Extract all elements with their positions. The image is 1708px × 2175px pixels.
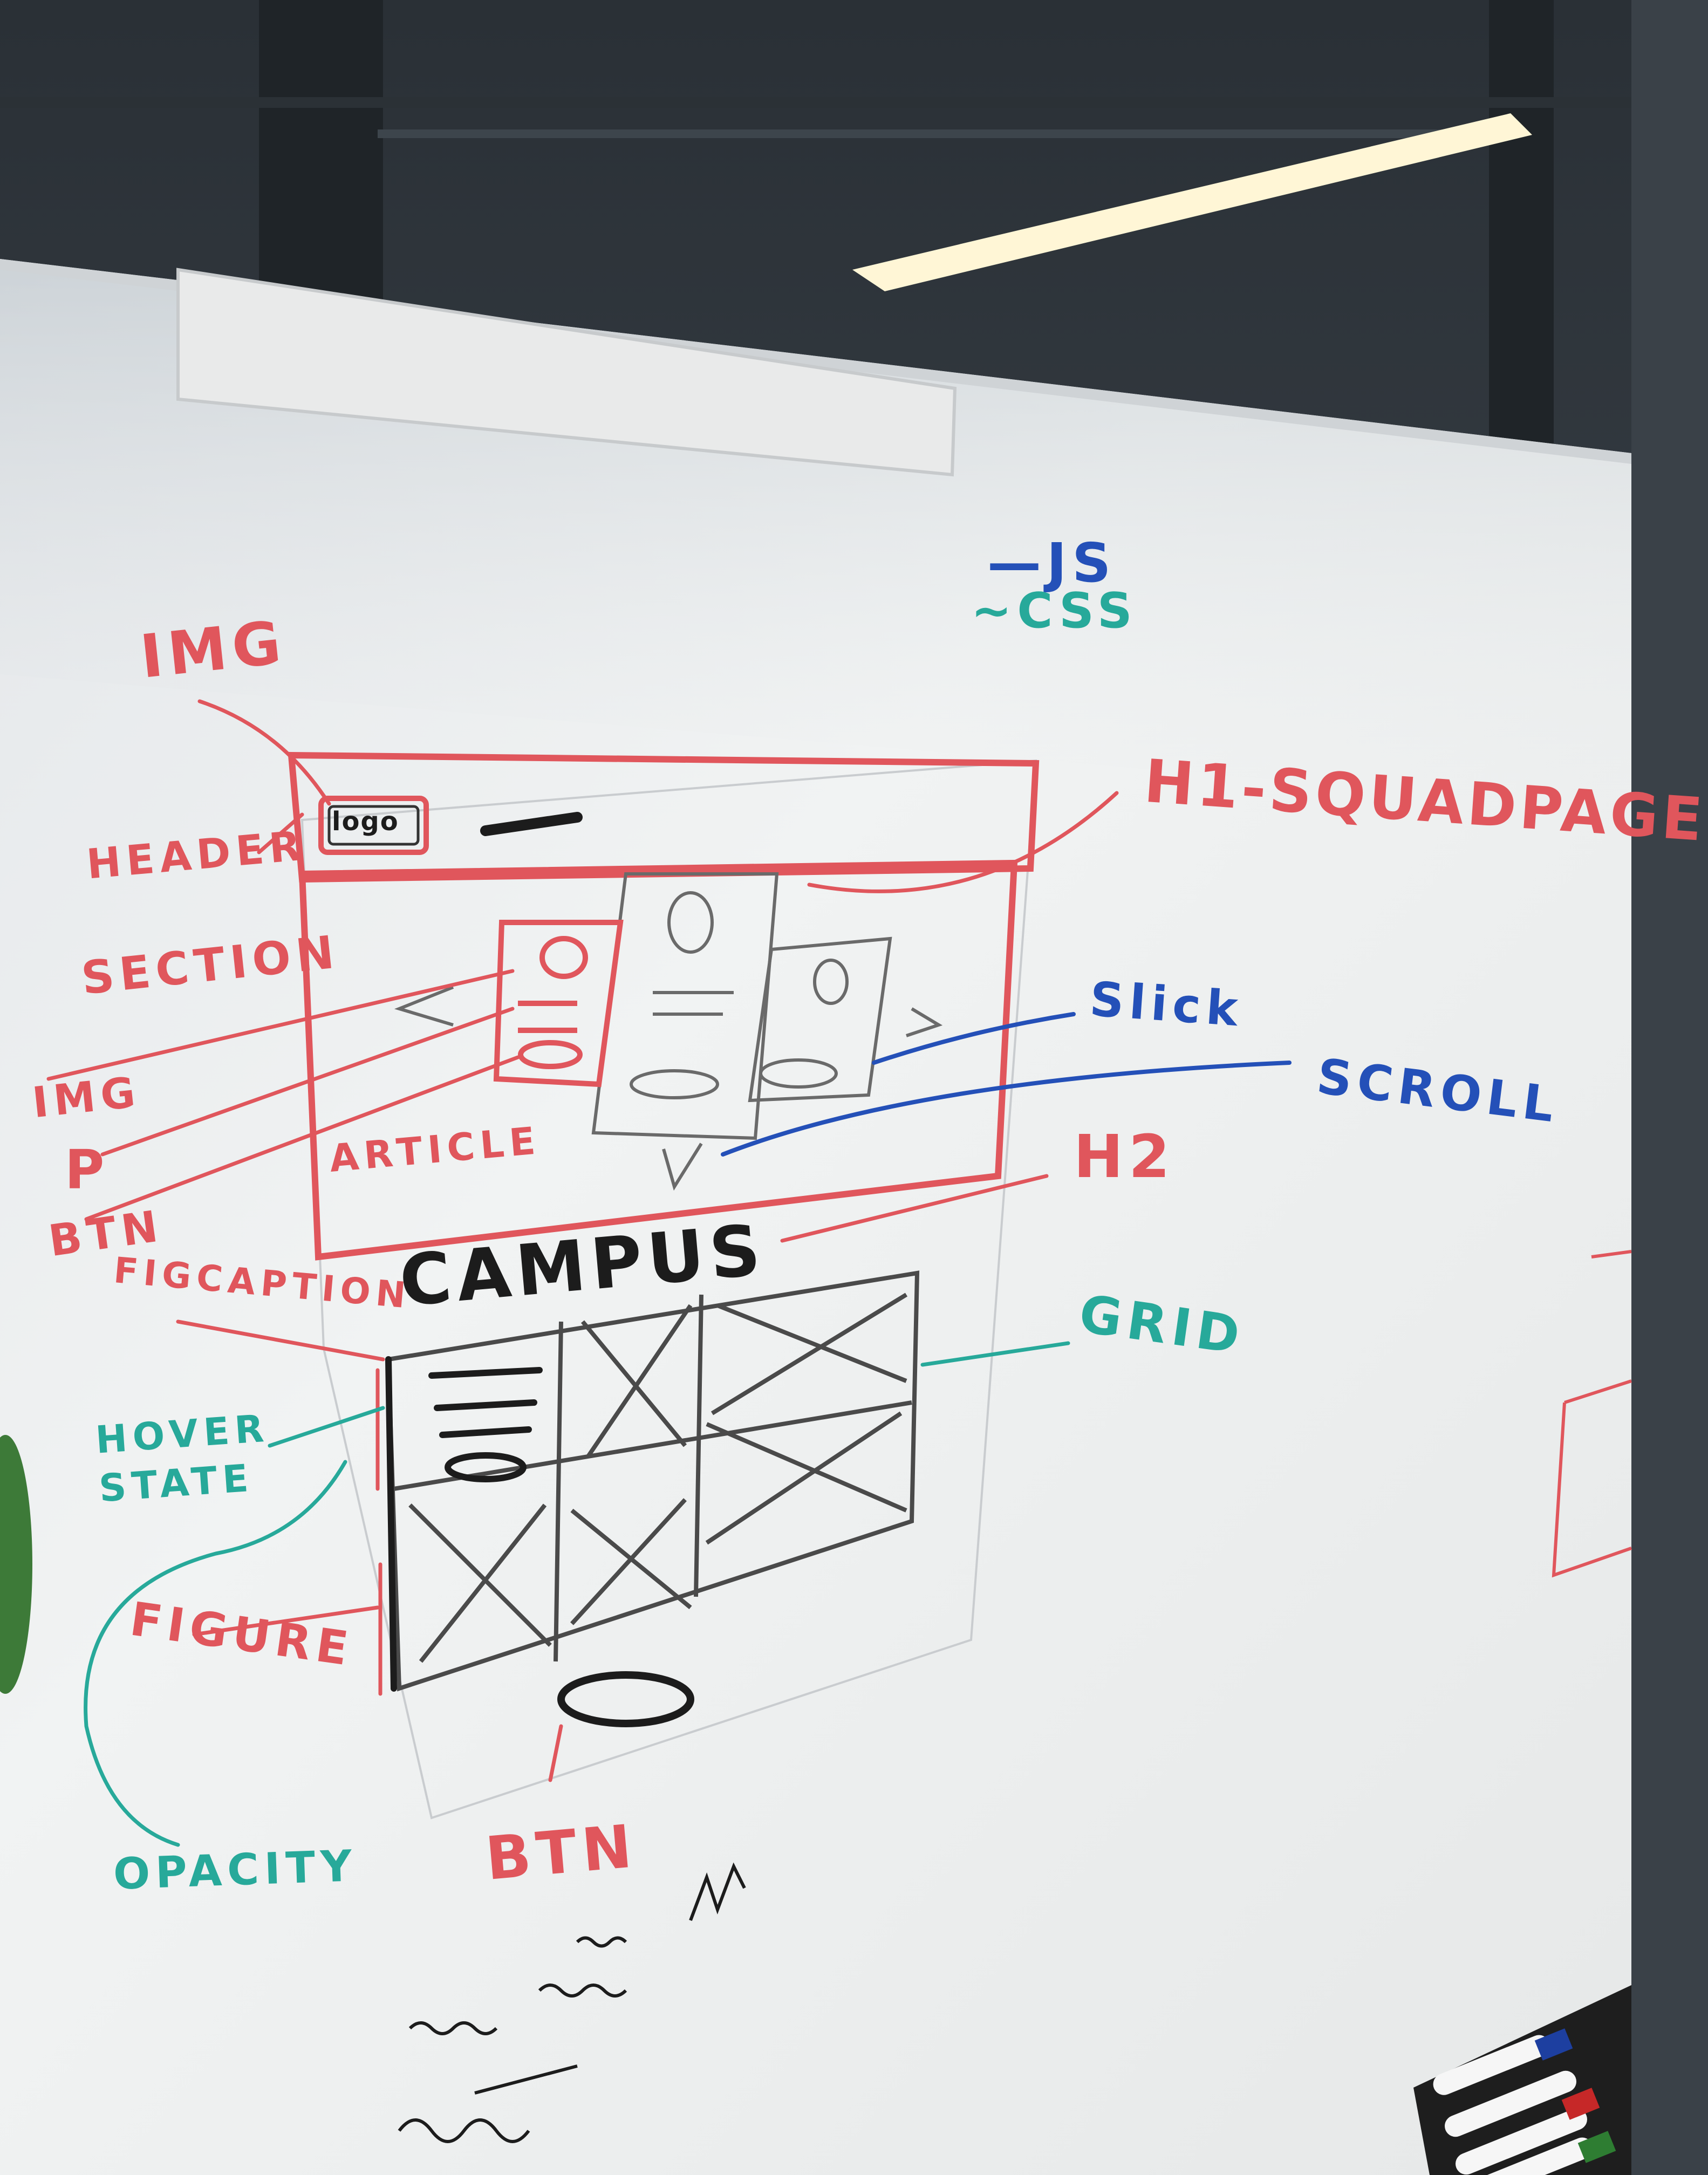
header-box	[288, 751, 1040, 883]
section-box	[298, 859, 1018, 1261]
red-leader-lines	[46, 699, 1119, 1782]
ceiling-light	[852, 113, 1532, 291]
marker-holder	[1413, 1985, 1631, 2175]
blue-leader-lines	[721, 1012, 1292, 1157]
window-frames	[0, 0, 1631, 464]
logo-box	[318, 796, 429, 855]
grid-button-sketch	[557, 1671, 694, 1727]
hovered-cell	[385, 1356, 543, 1692]
squiggles	[398, 1862, 746, 2143]
partial-right-sketch	[1552, 1250, 1632, 1578]
teal-leader-lines	[84, 1341, 1070, 1847]
article-card	[493, 920, 624, 1088]
whiteboard-photo	[0, 0, 1632, 2175]
plant-leaf	[0, 1435, 32, 1694]
eraser-outline	[300, 759, 1037, 1820]
marker-tray	[176, 268, 957, 477]
nav-line	[480, 812, 583, 836]
grid-sketch	[386, 1270, 920, 1692]
